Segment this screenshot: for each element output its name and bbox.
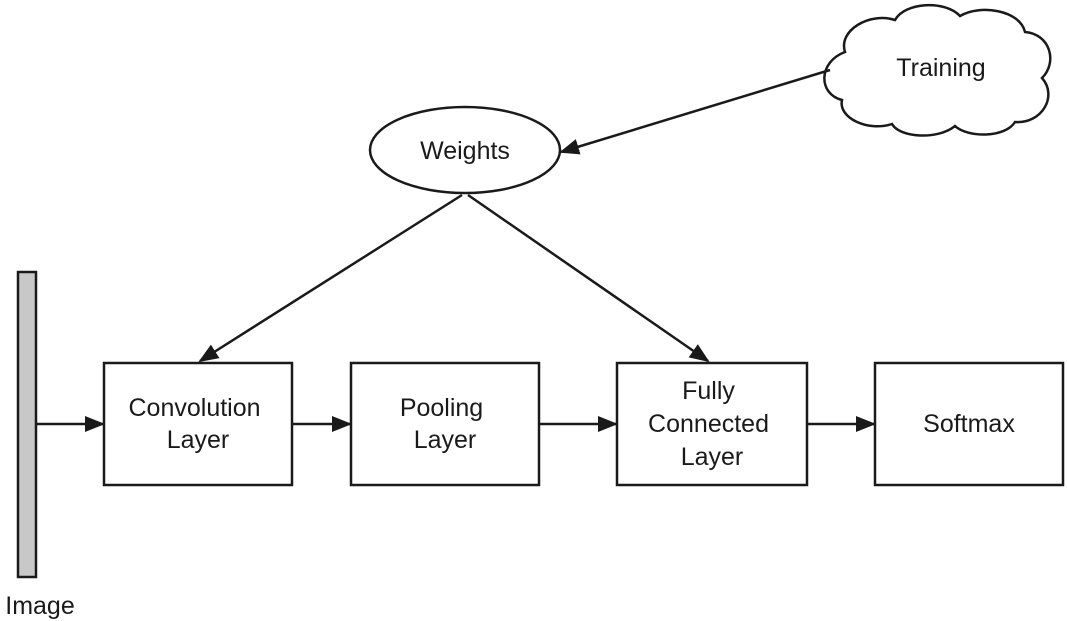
edge-weights-to-fully-connected — [467, 193, 710, 363]
training-label: Training — [896, 54, 985, 82]
pooling-layer-node — [349, 361, 541, 487]
softmax-label: Softmax — [923, 410, 1015, 438]
fully-connected-layer-line1: Fully — [682, 377, 735, 405]
convolution-layer-node — [102, 361, 294, 487]
weights-label: Weights — [420, 137, 510, 165]
convolution-layer-label: Convolution Layer — [129, 394, 268, 454]
softmax-node — [873, 361, 1065, 487]
edge-weights-to-convolution — [198, 193, 463, 363]
edge-training-to-weights — [559, 68, 831, 155]
fully-connected-layer-line3: Layer — [681, 443, 744, 471]
image-label: Image — [5, 592, 74, 620]
pooling-layer-line1: Pooling — [400, 394, 483, 422]
fully-connected-layer-line2: Connected — [648, 410, 769, 438]
image-input-bar — [16, 270, 38, 579]
convolution-layer-line1: Convolution — [129, 394, 261, 422]
fully-connected-layer-node — [615, 361, 809, 487]
pooling-layer-line2: Layer — [414, 426, 477, 454]
pooling-layer-label: Pooling Layer — [400, 394, 490, 454]
convolution-layer-line2: Layer — [167, 426, 230, 454]
fully-connected-layer-label: Fully Connected Layer — [648, 377, 776, 471]
training-cloud-shape — [823, 4, 1052, 137]
